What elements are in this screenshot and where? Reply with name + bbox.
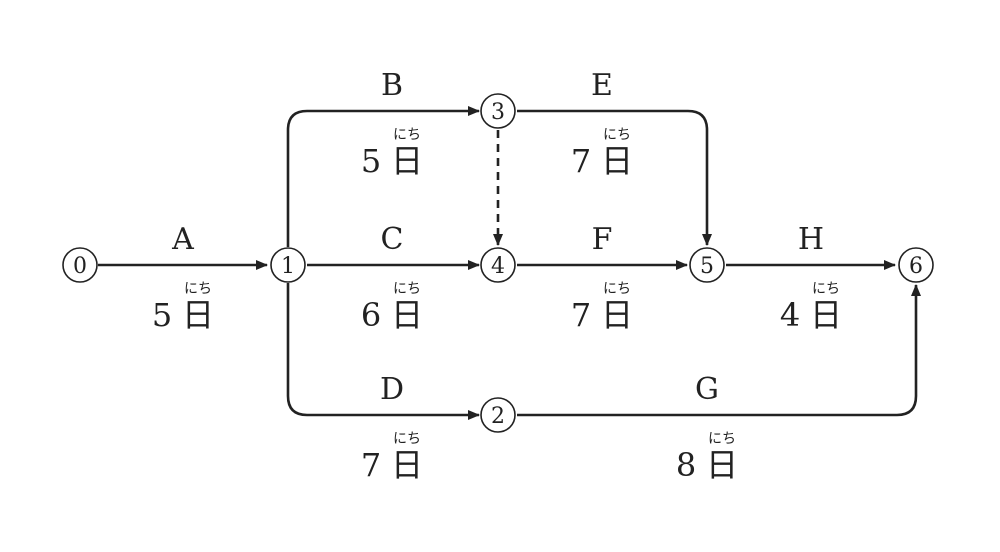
- duration-C: 6: [361, 296, 381, 334]
- node-6: 6: [898, 247, 934, 283]
- unit-A: 日: [182, 296, 214, 334]
- node-label: 3: [491, 100, 505, 125]
- ruby-F: にち: [603, 281, 631, 297]
- ruby-G: にち: [708, 431, 736, 447]
- duration-H: 4: [780, 296, 800, 334]
- node-label: 2: [491, 404, 505, 429]
- ruby-B: にち: [393, 127, 421, 143]
- node-5: 5: [689, 247, 725, 283]
- node-2: 2: [480, 397, 516, 433]
- ruby-H: にち: [812, 281, 840, 297]
- duration-D: 7: [361, 446, 381, 484]
- unit-B: 日: [391, 142, 423, 180]
- ruby-E: にち: [603, 127, 631, 143]
- node-4: 4: [480, 247, 516, 283]
- ruby-C: にち: [393, 281, 421, 297]
- edge-D: [286, 283, 480, 420]
- ruby-A: にち: [184, 281, 212, 297]
- unit-H: 日: [810, 296, 842, 334]
- activity-label-C: C: [381, 222, 404, 257]
- unit-D: 日: [391, 446, 423, 484]
- edge-G: [517, 284, 921, 417]
- unit-F: 日: [601, 296, 633, 334]
- duration-G: 8: [676, 446, 696, 484]
- activity-label-A: A: [171, 222, 194, 257]
- activity-label-D: D: [380, 372, 404, 407]
- node-0: 0: [62, 247, 98, 283]
- node-label: 0: [73, 254, 87, 279]
- duration-E: 7: [571, 142, 591, 180]
- activity-label-F: F: [592, 222, 613, 257]
- node-label: 1: [281, 254, 295, 279]
- duration-B: 5: [361, 142, 381, 180]
- activity-label-H: H: [798, 222, 824, 257]
- duration-A: 5: [152, 296, 172, 334]
- unit-E: 日: [601, 142, 633, 180]
- edge-E: [517, 109, 712, 246]
- edge-B: [286, 106, 480, 247]
- unit-C: 日: [391, 296, 423, 334]
- node-label: 5: [700, 254, 714, 279]
- node-label: 4: [491, 254, 505, 279]
- ruby-D: にち: [393, 431, 421, 447]
- node-label: 6: [909, 254, 923, 279]
- node-1: 1: [270, 247, 306, 283]
- node-3: 3: [480, 93, 516, 129]
- unit-G: 日: [706, 446, 738, 484]
- duration-F: 7: [571, 296, 591, 334]
- activity-label-B: B: [381, 68, 403, 103]
- activity-label-G: G: [695, 372, 719, 407]
- activity-label-E: E: [591, 68, 613, 103]
